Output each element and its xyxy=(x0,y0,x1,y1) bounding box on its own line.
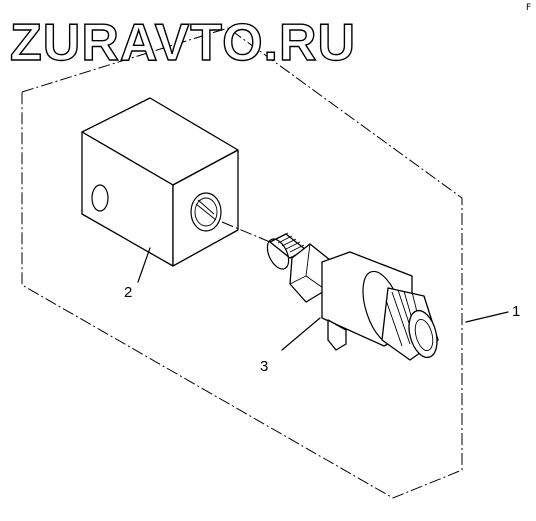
watermark-text: ZURAVTO.RU xyxy=(10,14,356,72)
corner-mark: F xyxy=(526,3,531,13)
leader-line-1 xyxy=(465,311,509,323)
callout-label-1: 1 xyxy=(512,303,520,320)
callout-label-3: 3 xyxy=(260,358,268,375)
switch-part xyxy=(266,232,439,361)
callout-label-2: 2 xyxy=(124,284,132,301)
assembly-boundary xyxy=(21,27,463,499)
leader-line-3 xyxy=(281,317,321,351)
centerline xyxy=(221,221,271,243)
block-part xyxy=(81,97,239,267)
leader-line-2 xyxy=(137,247,151,283)
